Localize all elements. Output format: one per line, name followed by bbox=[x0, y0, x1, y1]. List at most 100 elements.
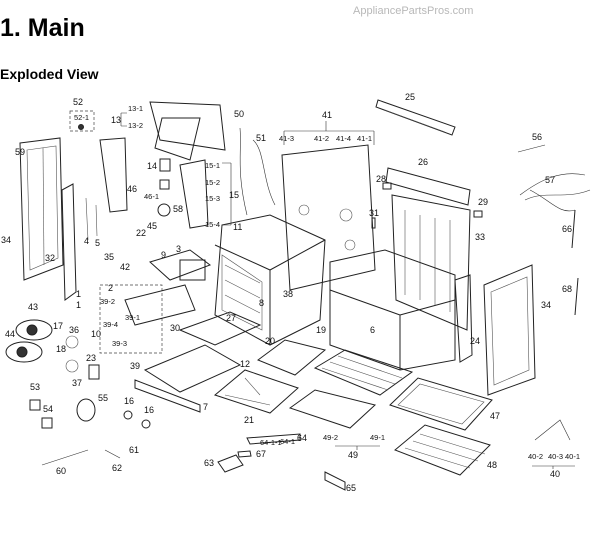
callout: 57 bbox=[545, 175, 555, 185]
callout: 49-2 bbox=[323, 433, 338, 442]
callout: 45 bbox=[147, 221, 157, 231]
callout: 53 bbox=[30, 382, 40, 392]
callout: 54 bbox=[43, 404, 53, 414]
callout: 39-2 bbox=[100, 297, 115, 306]
callout: 16 bbox=[144, 405, 154, 415]
callout: 1 bbox=[76, 289, 81, 299]
callout: 11 bbox=[233, 222, 242, 232]
callout: 34 bbox=[1, 235, 11, 245]
callout: 14 bbox=[147, 161, 157, 171]
callout: 40-3 bbox=[548, 452, 563, 461]
callout: 13-2 bbox=[128, 121, 143, 130]
callout: 64 bbox=[297, 433, 307, 443]
callout: 46 bbox=[127, 184, 137, 194]
callout: 26 bbox=[418, 157, 428, 167]
callout: 40-1 bbox=[565, 452, 580, 461]
watermark: AppliancePartsPros.com bbox=[353, 5, 474, 17]
part-drawings bbox=[5, 99, 591, 491]
callout: 38 bbox=[283, 289, 293, 299]
callout: 2 bbox=[108, 283, 113, 293]
callout: 13 bbox=[111, 115, 121, 125]
callout: 49-1 bbox=[370, 433, 385, 442]
callout: 20 bbox=[265, 336, 275, 346]
callout: 23 bbox=[86, 353, 96, 363]
callout: 52 bbox=[73, 97, 83, 107]
callout: 39-1 bbox=[125, 313, 140, 322]
callout: 60 bbox=[56, 466, 66, 476]
callout: 67 bbox=[256, 449, 266, 459]
callout: 64-1 bbox=[280, 437, 295, 446]
callout: 55 bbox=[98, 393, 108, 403]
callout: 30 bbox=[170, 323, 180, 333]
callout: 13-1 bbox=[128, 104, 143, 113]
callout: 48 bbox=[487, 460, 497, 470]
callout: 39-4 bbox=[103, 320, 118, 329]
callout: 42 bbox=[120, 262, 130, 272]
callout: 27 bbox=[226, 313, 236, 323]
callout: 17 bbox=[53, 321, 63, 331]
callout: 32 bbox=[45, 253, 55, 263]
callout: 4 bbox=[84, 236, 89, 246]
callout: 31 bbox=[369, 208, 379, 218]
callout: 15-3 bbox=[205, 194, 220, 203]
callout: 65 bbox=[346, 483, 356, 493]
callout: 34 bbox=[541, 300, 551, 310]
callout: 6 bbox=[370, 325, 375, 335]
callout: 62 bbox=[112, 463, 122, 473]
door-left bbox=[19, 137, 77, 301]
callout: 19 bbox=[316, 325, 326, 335]
callout: 39 bbox=[130, 361, 140, 371]
callout: 25 bbox=[405, 92, 415, 102]
callout: 68 bbox=[562, 284, 572, 294]
callout: 51 bbox=[256, 133, 266, 143]
callout: 46-1 bbox=[144, 192, 159, 201]
callout: 33 bbox=[475, 232, 485, 242]
callout: 41-2 bbox=[314, 134, 329, 143]
callout: 24 bbox=[470, 336, 480, 346]
callout: 43 bbox=[28, 302, 38, 312]
callout: 8 bbox=[259, 298, 264, 308]
callout: 41-4 bbox=[336, 134, 351, 143]
callout: 22 bbox=[136, 228, 146, 238]
callout: 16 bbox=[124, 396, 134, 406]
callout: 56 bbox=[532, 132, 542, 142]
callout: 47 bbox=[490, 411, 500, 421]
bracket-lines bbox=[120, 112, 575, 469]
callout: 10 bbox=[91, 329, 101, 339]
callout: 58 bbox=[173, 204, 183, 214]
callout: 40-2 bbox=[528, 452, 543, 461]
callout: 41-1 bbox=[357, 134, 372, 143]
subtitle: Exploded View bbox=[0, 66, 99, 82]
section-title: 1. Main bbox=[0, 14, 85, 42]
callout: 21 bbox=[244, 415, 254, 425]
callout: 66 bbox=[562, 224, 572, 234]
callout: 41-3 bbox=[279, 134, 294, 143]
callout: 18 bbox=[56, 344, 66, 354]
callout: 50 bbox=[234, 109, 244, 119]
callout: 15-2 bbox=[205, 178, 220, 187]
callout: 15 bbox=[229, 190, 239, 200]
callout: 5 bbox=[95, 238, 100, 248]
callout: 29 bbox=[478, 197, 488, 207]
callout: 28 bbox=[376, 174, 386, 184]
callout: 64-1-1 bbox=[260, 438, 282, 447]
callout: 9 bbox=[161, 250, 166, 260]
callout: 61 bbox=[129, 445, 139, 455]
callout: 36 bbox=[69, 325, 79, 335]
callout: 52-1 bbox=[74, 113, 89, 122]
callout: 59 bbox=[15, 147, 25, 157]
callout: 7 bbox=[203, 402, 208, 412]
callout: 12 bbox=[240, 359, 250, 369]
callout: 37 bbox=[72, 378, 82, 388]
callout: 40 bbox=[550, 469, 560, 479]
callout: 44 bbox=[5, 329, 15, 339]
callout: 3 bbox=[176, 244, 181, 254]
callout: 35 bbox=[104, 252, 114, 262]
callout: 49 bbox=[348, 450, 358, 460]
callout-labels: 52 52-1 13-1 13 13-2 50 51 41 41-3 41-2 … bbox=[1, 92, 580, 493]
callout: 41 bbox=[322, 110, 332, 120]
callout: 15-4 bbox=[205, 220, 220, 229]
oven-cavity bbox=[214, 214, 326, 346]
door-right bbox=[483, 264, 536, 396]
